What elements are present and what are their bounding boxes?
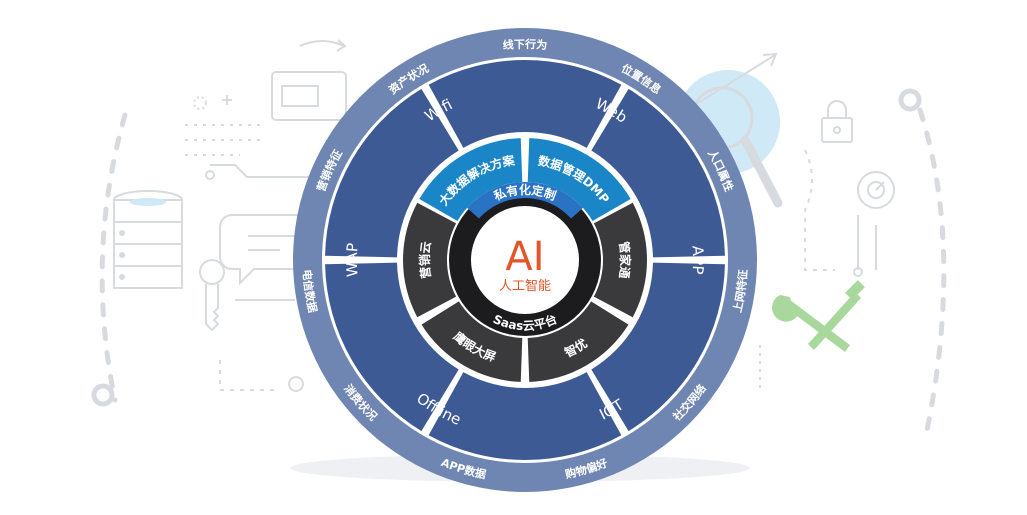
left-node-circle: [91, 383, 115, 407]
key-icon: [199, 259, 225, 332]
middle-segment-web: [591, 88, 725, 258]
inner-segment-yingxiao: [402, 202, 457, 318]
middle-segment-app: [591, 262, 725, 432]
middle-label-wap: WAP: [343, 242, 362, 277]
left-plus: [222, 95, 232, 105]
background-left: [91, 39, 347, 407]
lock-icon: [821, 100, 853, 143]
inner-segment-bigdata: [419, 138, 523, 221]
inner-label-guanjia: 管家通: [617, 241, 633, 280]
left-small-dot: [193, 96, 207, 110]
rings-group: 线下行为位置信息人口属性上网特征社交网络购物偏好APP数据消费状况电信数据营销特…: [293, 28, 757, 492]
database-icon: [113, 190, 183, 289]
inner-segment-dmp: [527, 138, 631, 221]
left-dashed-arc: [99, 112, 128, 403]
center-circle: [471, 206, 579, 314]
private-arc: [467, 182, 583, 219]
middle-segment-wap: [325, 88, 459, 258]
middle-segment-iot: [428, 372, 622, 460]
left-circuit-node: [205, 170, 215, 180]
right-circuit-1: [804, 149, 835, 271]
wrench-screwdriver-icon: [772, 280, 865, 352]
inner-segment-guanjia: [593, 202, 647, 318]
inner-label-yingxiao: 营销云: [417, 241, 433, 280]
middle-label-app: APP: [688, 245, 707, 275]
left-bottom-circuit: [219, 360, 280, 391]
usb-icon: [271, 39, 347, 121]
gauge-icon: [857, 171, 895, 209]
left-bottom-node: [288, 376, 304, 392]
inner-segment-youhua: [527, 301, 629, 382]
right-node-circle: [898, 88, 922, 112]
center-subtitle: 人工智能: [499, 279, 551, 294]
middle-segment-offline: [325, 262, 459, 432]
center-title: AI: [505, 234, 544, 280]
private-label: 私有化定制: [491, 182, 559, 204]
right-circuit-node: [853, 267, 863, 277]
inner-segment-ermu: [421, 301, 523, 382]
middle-segment-wifi: [428, 59, 622, 148]
right-dashed-arc: [917, 107, 947, 443]
left-circuit: [210, 164, 317, 178]
dotted-lines-left: [185, 124, 262, 156]
